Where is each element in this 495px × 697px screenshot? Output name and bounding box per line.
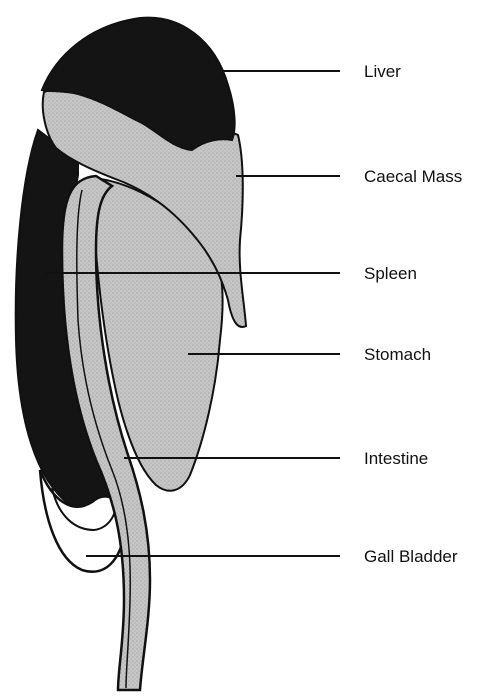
label-liver: Liver bbox=[364, 63, 401, 80]
label-caecal-mass: Caecal Mass bbox=[364, 168, 462, 185]
label-stomach: Stomach bbox=[364, 346, 431, 363]
label-spleen: Spleen bbox=[364, 265, 417, 282]
label-intestine: Intestine bbox=[364, 450, 428, 467]
label-gall-bladder: Gall Bladder bbox=[364, 548, 458, 565]
